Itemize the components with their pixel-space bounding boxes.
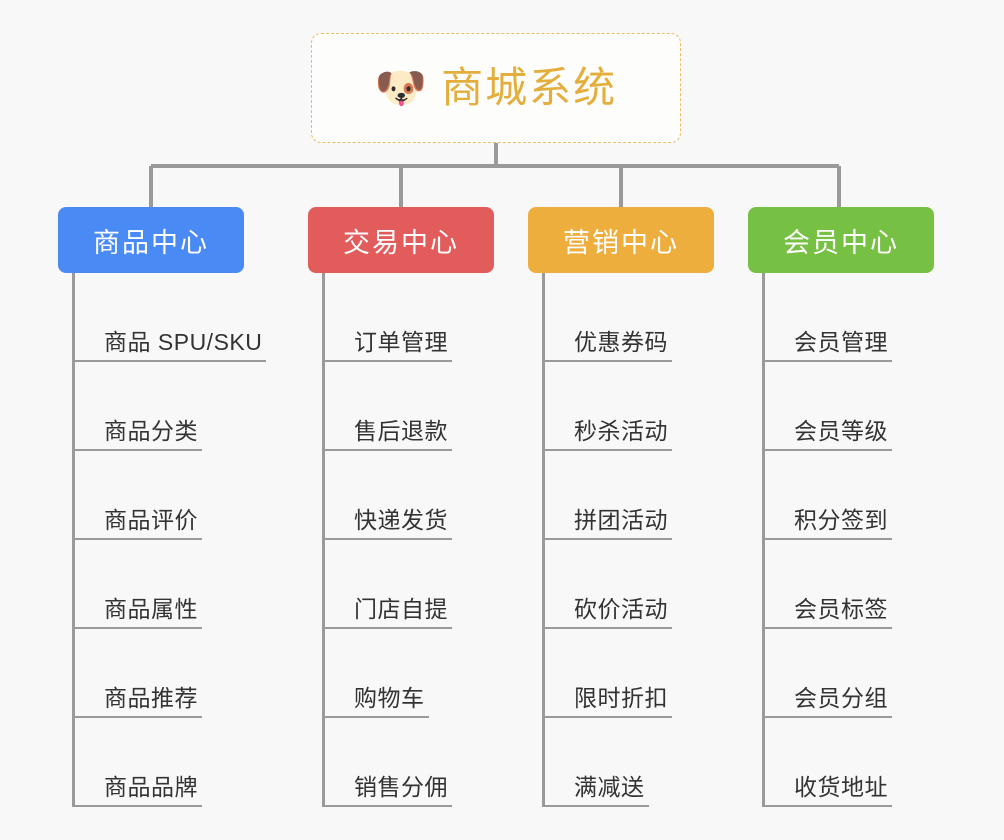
leaf-underline — [542, 449, 672, 451]
category-header-label: 营销中心 — [563, 227, 679, 258]
leaf-label: 购物车 — [354, 684, 425, 711]
leaf-label: 销售分佣 — [354, 773, 448, 800]
leaf-label: 商品 SPU/SKU — [104, 328, 263, 355]
leaf-underline — [72, 627, 202, 629]
leaf-label: 商品品牌 — [104, 773, 198, 800]
leaf-underline — [542, 716, 672, 718]
leaf-label: 商品评价 — [104, 506, 198, 533]
leaf-item[interactable]: 会员分组 — [762, 629, 934, 718]
leaf-label: 拼团活动 — [574, 506, 668, 533]
column-trade-center: 交易中心 订单管理 售后退款 快递发货 门店自提 购物车 — [308, 207, 494, 807]
column-member-center: 会员中心 会员管理 会员等级 积分签到 会员标签 会员分组 — [748, 207, 934, 807]
root-title: 商城系统 — [441, 64, 618, 111]
leaf-label: 积分签到 — [794, 506, 888, 533]
leaf-underline — [322, 805, 452, 807]
category-header-trade-center[interactable]: 交易中心 — [308, 207, 494, 273]
leaf-label: 会员分组 — [794, 684, 888, 711]
leaf-item[interactable]: 购物车 — [322, 629, 494, 718]
leaf-label: 订单管理 — [354, 328, 448, 355]
leaf-label: 收货地址 — [794, 773, 888, 800]
leaf-item[interactable]: 商品分类 — [72, 362, 244, 451]
leaf-label: 砍价活动 — [574, 595, 668, 622]
leaf-item[interactable]: 收货地址 — [762, 718, 934, 807]
leaf-underline — [322, 716, 429, 718]
category-header-member-center[interactable]: 会员中心 — [748, 207, 934, 273]
leaf-underline — [322, 627, 452, 629]
leaf-underline — [762, 805, 892, 807]
leaf-label: 售后退款 — [354, 417, 448, 444]
leaf-underline — [72, 360, 266, 362]
leaf-label: 限时折扣 — [574, 684, 668, 711]
leaf-underline — [72, 805, 202, 807]
leaf-item[interactable]: 订单管理 — [322, 273, 494, 362]
leaf-underline — [762, 716, 892, 718]
leaf-item[interactable]: 满减送 — [542, 718, 714, 807]
leaf-label: 会员标签 — [794, 595, 888, 622]
root-node[interactable]: 🐶 商城系统 — [311, 33, 681, 143]
leaf-item[interactable]: 积分签到 — [762, 451, 934, 540]
leaf-underline — [322, 360, 452, 362]
leaf-underline — [762, 538, 892, 540]
category-header-label: 会员中心 — [783, 227, 899, 258]
category-header-marketing-center[interactable]: 营销中心 — [528, 207, 714, 273]
leaf-item[interactable]: 商品推荐 — [72, 629, 244, 718]
leaf-item[interactable]: 商品评价 — [72, 451, 244, 540]
leaf-label: 商品属性 — [104, 595, 198, 622]
leaf-underline — [542, 360, 672, 362]
leaf-item[interactable]: 拼团活动 — [542, 451, 714, 540]
category-header-product-center[interactable]: 商品中心 — [58, 207, 244, 273]
leaf-item[interactable]: 商品属性 — [72, 540, 244, 629]
leaf-item[interactable]: 限时折扣 — [542, 629, 714, 718]
leaf-label: 商品分类 — [104, 417, 198, 444]
leaf-list-trade-center: 订单管理 售后退款 快递发货 门店自提 购物车 销售分佣 — [308, 273, 494, 807]
leaf-underline — [542, 805, 649, 807]
leaf-label: 秒杀活动 — [574, 417, 668, 444]
leaf-label: 会员等级 — [794, 417, 888, 444]
leaf-item[interactable]: 商品品牌 — [72, 718, 244, 807]
leaf-label: 门店自提 — [354, 595, 448, 622]
leaf-underline — [322, 538, 452, 540]
leaf-underline — [542, 538, 672, 540]
leaf-item[interactable]: 砍价活动 — [542, 540, 714, 629]
leaf-item[interactable]: 会员管理 — [762, 273, 934, 362]
leaf-item[interactable]: 优惠券码 — [542, 273, 714, 362]
leaf-item[interactable]: 会员标签 — [762, 540, 934, 629]
leaf-label: 商品推荐 — [104, 684, 198, 711]
leaf-item[interactable]: 会员等级 — [762, 362, 934, 451]
dog-face-icon: 🐶 — [374, 64, 428, 111]
leaf-list-marketing-center: 优惠券码 秒杀活动 拼团活动 砍价活动 限时折扣 满减送 — [528, 273, 714, 807]
leaf-underline — [542, 627, 672, 629]
leaf-item[interactable]: 门店自提 — [322, 540, 494, 629]
category-header-label: 商品中心 — [93, 227, 209, 258]
leaf-underline — [72, 716, 202, 718]
column-product-center: 商品中心 商品 SPU/SKU 商品分类 商品评价 商品属性 商品推荐 — [58, 207, 266, 807]
category-header-label: 交易中心 — [343, 227, 459, 258]
leaf-item[interactable]: 快递发货 — [322, 451, 494, 540]
leaf-item[interactable]: 商品 SPU/SKU — [72, 273, 266, 362]
leaf-label: 优惠券码 — [574, 328, 668, 355]
leaf-list-member-center: 会员管理 会员等级 积分签到 会员标签 会员分组 收货地址 — [748, 273, 934, 807]
leaf-underline — [322, 449, 452, 451]
leaf-underline — [762, 627, 892, 629]
leaf-underline — [762, 449, 892, 451]
leaf-item[interactable]: 秒杀活动 — [542, 362, 714, 451]
leaf-underline — [762, 360, 892, 362]
column-marketing-center: 营销中心 优惠券码 秒杀活动 拼团活动 砍价活动 限时折扣 — [528, 207, 714, 807]
leaf-label: 满减送 — [574, 773, 645, 800]
leaf-underline — [72, 449, 202, 451]
leaf-label: 会员管理 — [794, 328, 888, 355]
leaf-underline — [72, 538, 202, 540]
leaf-label: 快递发货 — [354, 506, 448, 533]
leaf-list-product-center: 商品 SPU/SKU 商品分类 商品评价 商品属性 商品推荐 商品品牌 — [58, 273, 266, 807]
leaf-item[interactable]: 销售分佣 — [322, 718, 494, 807]
leaf-item[interactable]: 售后退款 — [322, 362, 494, 451]
